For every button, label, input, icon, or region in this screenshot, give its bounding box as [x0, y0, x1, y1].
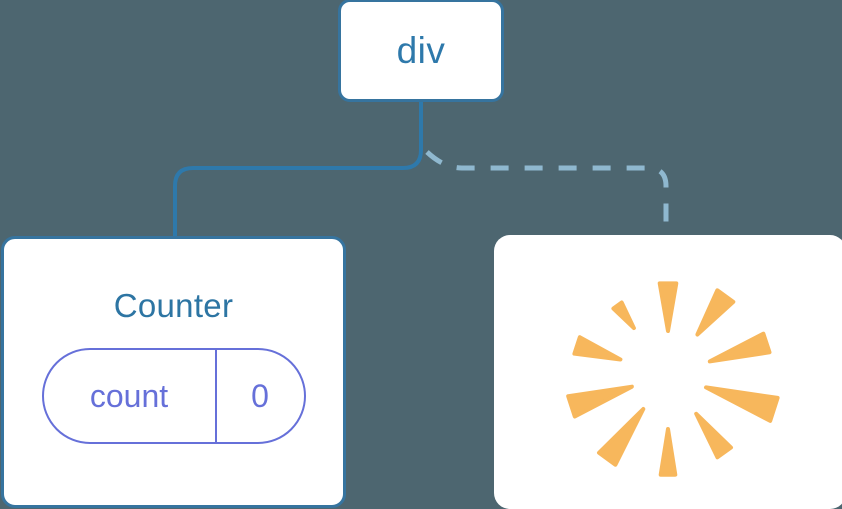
burst-ray-10 [611, 300, 636, 331]
burst-ray-1 [657, 281, 679, 333]
node-burst[interactable] [494, 235, 842, 509]
burst-ray-9 [572, 335, 623, 362]
burst-ray-3 [707, 331, 772, 364]
node-counter-label: Counter [113, 287, 234, 324]
node-div[interactable]: div [338, 0, 504, 102]
burst-ray-8 [566, 384, 634, 419]
burst-ray-4 [704, 385, 780, 423]
state-value: 0 [251, 378, 269, 414]
edge-div-to-burst [425, 150, 669, 238]
state-pill-count[interactable]: count 0 [41, 348, 306, 444]
burst-ray-7 [597, 407, 646, 467]
state-key: count [44, 350, 217, 442]
node-div-label: div [396, 30, 446, 71]
sparkle-burst-icon [566, 281, 780, 477]
burst-ray-6 [658, 427, 678, 477]
node-counter[interactable]: Counter count 0 [1, 236, 346, 508]
burst-ray-5 [694, 411, 733, 460]
burst-ray-2 [695, 288, 736, 337]
edge-div-to-counter [173, 101, 423, 238]
